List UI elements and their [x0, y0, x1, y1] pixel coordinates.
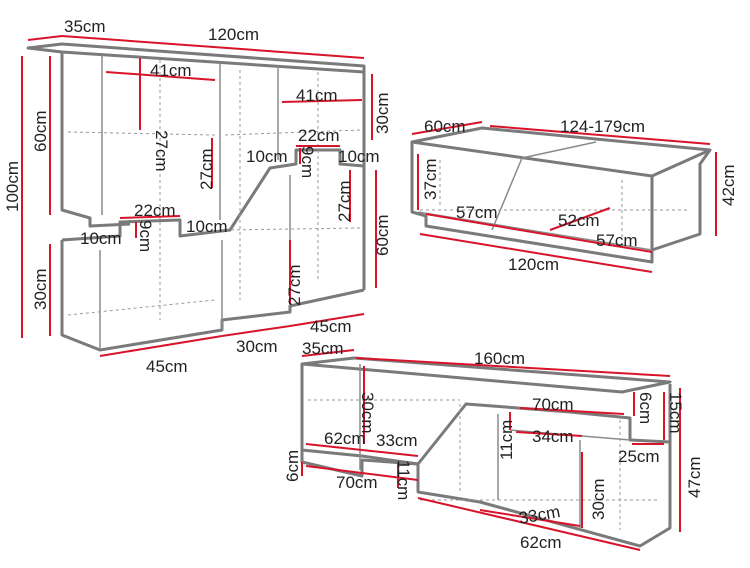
- label-tv-25: 25cm: [618, 447, 660, 466]
- label-bookcase-27-c: 27cm: [335, 180, 354, 222]
- label-bookcase-27-d: 27cm: [285, 264, 304, 306]
- label-tv-70-top: 70cm: [532, 395, 574, 414]
- label-tv-11-left: 11cm: [394, 460, 413, 500]
- dim-line-table-57-a: [425, 213, 521, 231]
- label-tv-160: 160cm: [474, 349, 525, 368]
- label-tv-15: 15cm: [666, 392, 685, 434]
- label-bookcase-41-a: 41cm: [150, 61, 192, 80]
- bookcase-hidden-shelf-2: [224, 129, 361, 136]
- dim-line-45-left: [99, 335, 223, 357]
- dim-line-tv-70-top: [519, 407, 625, 415]
- label-bookcase-10-b: 10cm: [338, 147, 380, 166]
- label-bookcase-100: 100cm: [3, 161, 22, 212]
- dim-line-table-120: [419, 233, 653, 273]
- coffee-table-drawing: 60cm 124-179cm 37cm 42cm 57cm 52cm 57cm …: [410, 117, 738, 274]
- bookcase-step-divider: [61, 148, 365, 242]
- label-bookcase-27-b: 27cm: [197, 148, 216, 190]
- dim-line-tv-34: [515, 431, 583, 437]
- label-bookcase-10-a: 10cm: [246, 147, 288, 166]
- dim-line-22-b: [119, 215, 181, 219]
- tv-step-divider: [301, 402, 671, 466]
- label-bookcase-22-a: 22cm: [298, 126, 340, 145]
- dim-line-30-mid: [221, 325, 291, 337]
- label-bookcase-10-d: 10cm: [186, 217, 228, 236]
- dim-line-table-57-b: [519, 229, 653, 253]
- dim-line-35-top: [27, 35, 63, 41]
- label-tv-62-left: 62cm: [324, 429, 366, 448]
- bookcase-top-slab: [26, 42, 366, 74]
- dim-line-41-b: [281, 99, 363, 103]
- dim-line-table-52: [549, 207, 611, 231]
- label-bookcase-35: 35cm: [64, 17, 106, 36]
- dim-line-120-top: [61, 35, 365, 59]
- table-top-split: [521, 141, 597, 159]
- label-bookcase-30-left: 30cm: [31, 268, 50, 310]
- label-tv-35: 35cm: [302, 339, 344, 358]
- label-bookcase-30-mid: 30cm: [236, 337, 278, 356]
- label-bookcase-120: 120cm: [208, 25, 259, 44]
- table-diagonal-leg: [491, 157, 523, 231]
- label-tv-6-left: 6cm: [283, 450, 302, 482]
- tv-top-surface: [300, 356, 672, 394]
- label-table-42: 42cm: [719, 164, 738, 206]
- label-bookcase-9-a: 9cm: [298, 146, 317, 178]
- table-body-outline: [410, 142, 712, 264]
- label-table-120: 120cm: [508, 255, 559, 274]
- label-tv-47: 47cm: [685, 456, 704, 498]
- label-tv-30-mid: 30cm: [589, 478, 608, 520]
- dim-line-tv-62-bottom: [417, 497, 641, 551]
- label-tv-33-left: 33cm: [376, 431, 418, 450]
- label-bookcase-9-b: 9cm: [136, 220, 155, 252]
- tv-stand-drawing: 35cm 160cm 30cm 70cm 6cm 15cm 62cm 33cm …: [283, 339, 704, 552]
- label-tv-6-right: 6cm: [636, 392, 655, 424]
- dim-line-tv-33-left: [361, 449, 419, 457]
- label-bookcase-45-right: 45cm: [310, 317, 352, 336]
- label-tv-11-mid: 11cm: [497, 420, 516, 460]
- label-bookcase-22-b: 22cm: [134, 201, 176, 220]
- dim-line-tv-160: [355, 357, 671, 377]
- bookcase-hidden-shelf-3: [67, 299, 216, 316]
- label-bookcase-45-left: 45cm: [146, 357, 188, 376]
- dim-line-45-right: [289, 313, 365, 327]
- label-table-37: 37cm: [421, 158, 440, 200]
- dim-line-table-124: [489, 125, 711, 145]
- bookcase-drawing: 35cm 120cm 100cm 60cm 30cm 41cm 27cm 41c…: [3, 17, 392, 376]
- label-bookcase-60-left: 60cm: [31, 110, 50, 152]
- label-bookcase-10-c: 10cm: [80, 229, 122, 248]
- label-table-57-a: 57cm: [456, 203, 498, 222]
- label-table-124-179: 124-179cm: [560, 117, 645, 136]
- label-bookcase-41-b: 41cm: [296, 86, 338, 105]
- bookcase-upper-left-edge: [60, 52, 131, 228]
- label-tv-70-bottom: 70cm: [336, 473, 378, 492]
- label-table-52: 52cm: [558, 211, 600, 230]
- dim-line-tv-70-bottom: [305, 465, 419, 481]
- label-bookcase-30-right: 30cm: [373, 92, 392, 134]
- label-bookcase-60-right: 60cm: [373, 214, 392, 256]
- label-tv-62-bottom: 62cm: [520, 533, 562, 552]
- label-tv-30-left: 30cm: [358, 392, 377, 434]
- label-table-60: 60cm: [424, 117, 466, 136]
- dim-line-tv-35: [301, 349, 355, 357]
- dim-line-table-60: [411, 121, 483, 135]
- bookcase-hidden-shelf-1: [67, 131, 216, 136]
- dim-line-41-a: [105, 71, 216, 81]
- label-table-57-b: 57cm: [596, 231, 638, 250]
- bookcase-hidden-shelf-4: [224, 227, 361, 231]
- label-bookcase-27-a: 27cm: [152, 130, 171, 172]
- dim-line-tv-33-bottom: [479, 509, 581, 527]
- dim-line-tv-62-left: [305, 443, 363, 451]
- label-tv-34: 34cm: [532, 427, 574, 446]
